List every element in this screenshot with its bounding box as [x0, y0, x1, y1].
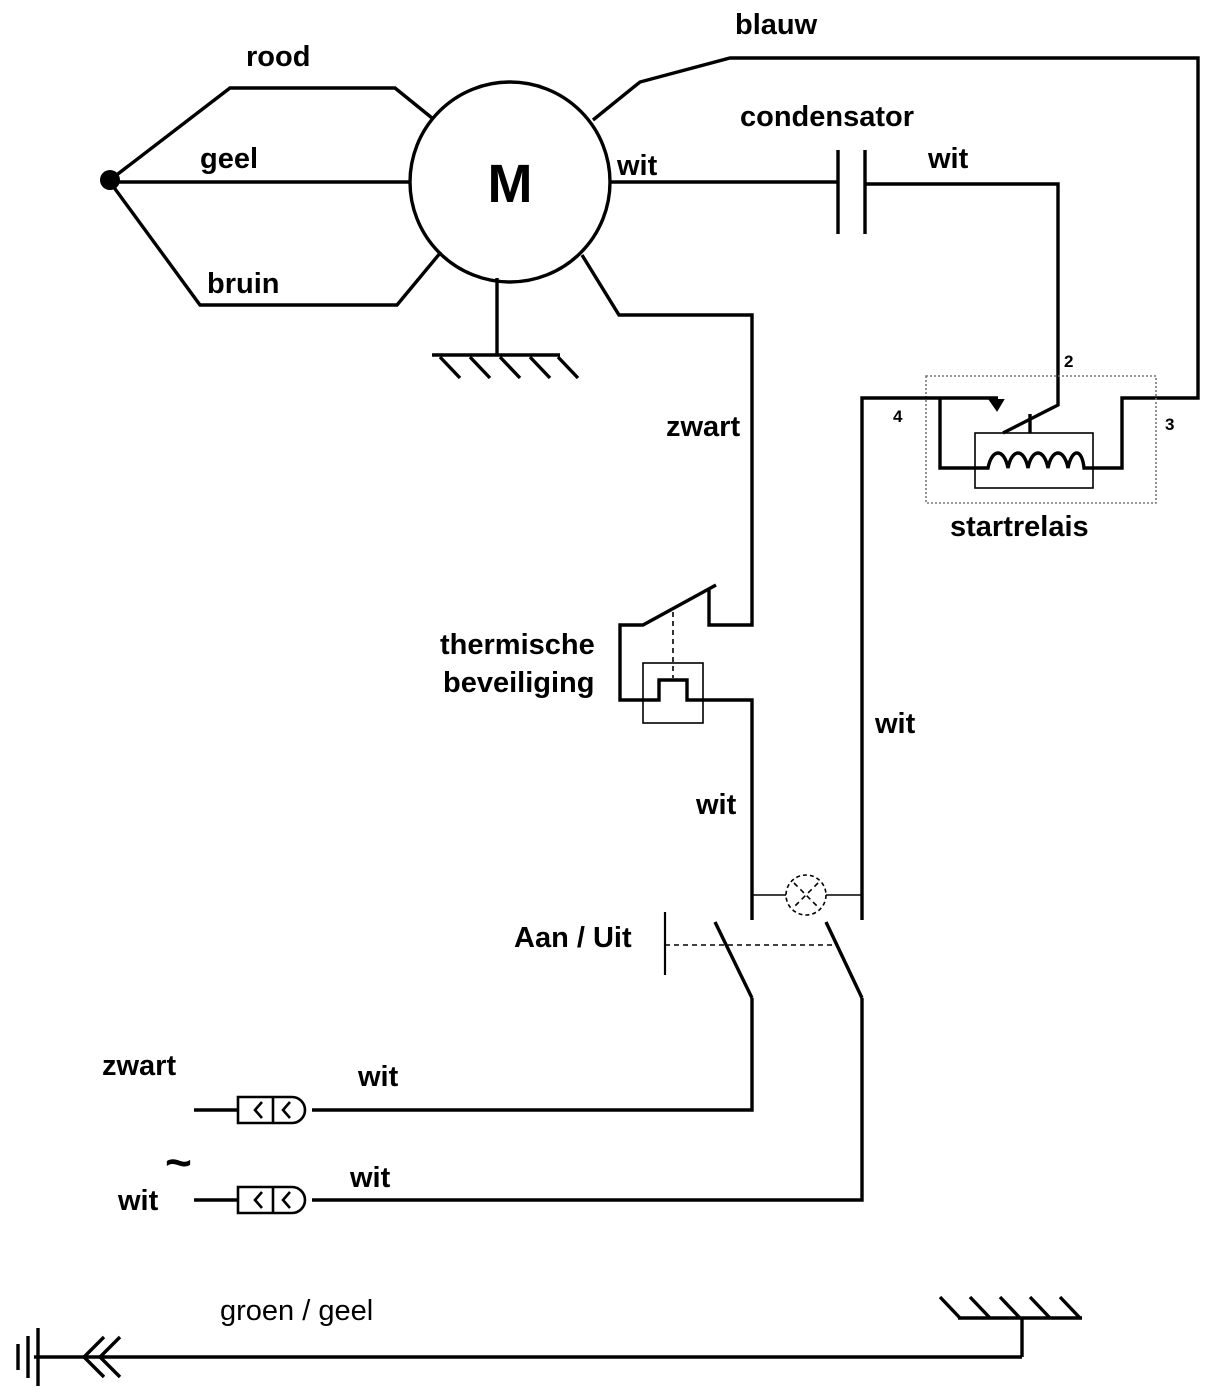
label-wit-thermisch: wit: [695, 789, 737, 821]
relay-coil: [975, 451, 1093, 470]
relay-pin-4: 4: [893, 407, 903, 426]
label-bruin: bruin: [207, 268, 280, 300]
startrelais: 2 3 4 startrelais: [860, 352, 1174, 920]
wire-bruin: [108, 180, 443, 307]
label-zwart-mains: zwart: [102, 1050, 176, 1082]
winding-wires: rood geel bruin: [100, 41, 443, 307]
label-condensator: condensator: [740, 101, 914, 133]
label-wit-motor: wit: [616, 150, 658, 182]
label-wit-relais: wit: [874, 708, 916, 740]
motor-ground-symbol: [432, 278, 580, 380]
indicator-lamp: [785, 874, 827, 916]
label-zwart-motor: zwart: [666, 411, 740, 443]
aan-uit-schakelaar: Aan / Uit: [514, 874, 864, 999]
label-wit-mains: wit: [117, 1185, 159, 1217]
label-wit-condensator: wit: [927, 143, 969, 175]
label-thermische: thermische: [440, 629, 595, 661]
label-wit-stekker-2: wit: [349, 1162, 391, 1194]
wire-wit-relais-pin4: [860, 396, 998, 920]
relay-pin-3: 3: [1165, 415, 1174, 434]
label-wit-stekker-1: wit: [357, 1061, 399, 1093]
ac-symbol: ~: [165, 1136, 192, 1188]
thermische-beveiliging: thermische beveiliging: [440, 583, 754, 920]
label-geel: geel: [200, 143, 258, 175]
startrelais-enclosure: [925, 375, 1157, 504]
wire-blauw: [591, 56, 1200, 470]
mains-connector-2: wit wit ~: [117, 998, 864, 1217]
wire-rood: [108, 86, 434, 182]
wire-zwart-motor: [580, 254, 754, 627]
label-blauw: blauw: [735, 9, 818, 41]
motor-label: M: [488, 154, 533, 214]
wire-wit-condensator: [865, 182, 1060, 435]
relay-pin-2: 2: [1064, 352, 1073, 371]
label-rood: rood: [246, 41, 310, 73]
label-earth: groen / geel: [220, 1295, 373, 1327]
mains-connector-1: zwart wit: [102, 998, 754, 1125]
condensator-symbol: [836, 150, 867, 234]
label-aan-uit: Aan / Uit: [514, 922, 632, 954]
relay-coil-box: [974, 432, 1094, 489]
protective-earth: groen / geel: [16, 1295, 1082, 1386]
label-startrelais: startrelais: [950, 511, 1089, 543]
label-beveiliging: beveiliging: [443, 667, 594, 699]
